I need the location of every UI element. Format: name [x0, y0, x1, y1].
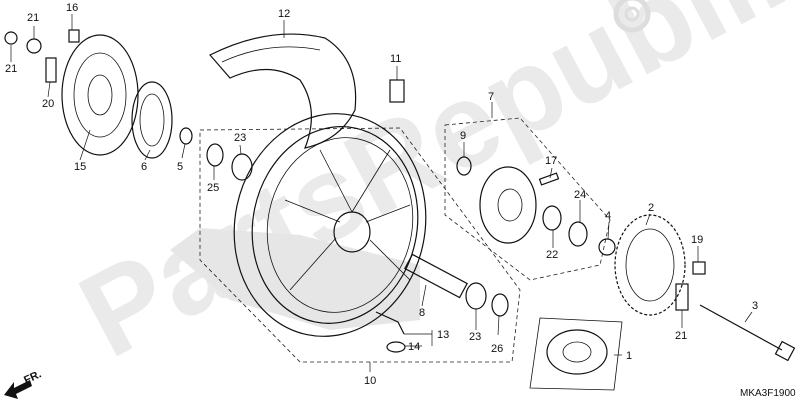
bearing-22	[542, 205, 562, 231]
nut-19	[4, 31, 18, 45]
cap-14	[386, 341, 406, 353]
callout-23-right: 23	[469, 331, 481, 343]
seal-26	[491, 293, 509, 317]
callout-10: 10	[364, 375, 376, 387]
callout-22: 22	[546, 249, 558, 261]
watermark-text: PartsRepublik	[59, 0, 800, 383]
spacer-8	[404, 253, 468, 299]
callout-16: 17	[545, 155, 557, 167]
washer-20	[26, 38, 42, 54]
callout-21-right: 21	[675, 330, 687, 342]
callout-5: 5	[177, 161, 183, 173]
stud-16	[538, 172, 560, 186]
bearing-25	[206, 143, 224, 167]
axle	[699, 304, 796, 362]
callout-6: 6	[141, 161, 147, 173]
callout-11: 11	[390, 53, 401, 65]
group-10-outline	[199, 127, 521, 363]
callout-20: 21	[27, 12, 39, 24]
front-marker: FR.	[22, 368, 43, 386]
callout-9: 9	[460, 130, 466, 142]
callout-26: 26	[491, 343, 503, 355]
callout-19: 21	[5, 63, 17, 75]
wheel	[233, 113, 427, 337]
callout-23-left: 23	[234, 132, 246, 144]
callout-14: 14	[408, 341, 420, 353]
nut-18	[692, 261, 706, 275]
bolt-17	[68, 29, 80, 43]
bearing-23-right	[465, 282, 487, 310]
callout-24: 24	[574, 189, 586, 201]
collar-5	[179, 127, 193, 145]
seal-24	[568, 221, 588, 247]
valve-13	[375, 311, 405, 335]
gear-icon	[613, 0, 651, 33]
diagram-code: MKA3F1900	[740, 388, 796, 399]
bearing-23-left	[231, 153, 253, 181]
collar-4	[598, 238, 616, 256]
callout-12: 12	[278, 8, 290, 20]
group-7-outline	[444, 117, 611, 281]
driven-flange	[479, 166, 537, 244]
plate-21-left	[45, 57, 57, 83]
pulser-ring	[131, 81, 173, 159]
damper-rubber	[529, 317, 623, 391]
leader-lines	[10, 14, 753, 372]
sprocket	[614, 214, 686, 316]
callout-17: 16	[66, 2, 78, 14]
brake-disc	[61, 34, 139, 156]
callout-25: 25	[207, 182, 219, 194]
tire	[209, 33, 357, 149]
callout-18: 19	[691, 234, 703, 246]
callout-2: 2	[648, 202, 654, 214]
plate-21-right	[675, 283, 689, 311]
callout-8: 8	[419, 307, 425, 319]
callout-1: 1	[626, 350, 632, 362]
callout-4: 4	[605, 210, 611, 222]
front-arrow-icon	[4, 380, 32, 399]
callout-3: 3	[752, 300, 758, 312]
shadow-region	[170, 228, 420, 330]
callout-15: 15	[74, 161, 86, 173]
callout-21-left: 20	[42, 98, 54, 110]
callout-13: 13	[437, 329, 449, 341]
callout-7: 7	[488, 91, 494, 103]
